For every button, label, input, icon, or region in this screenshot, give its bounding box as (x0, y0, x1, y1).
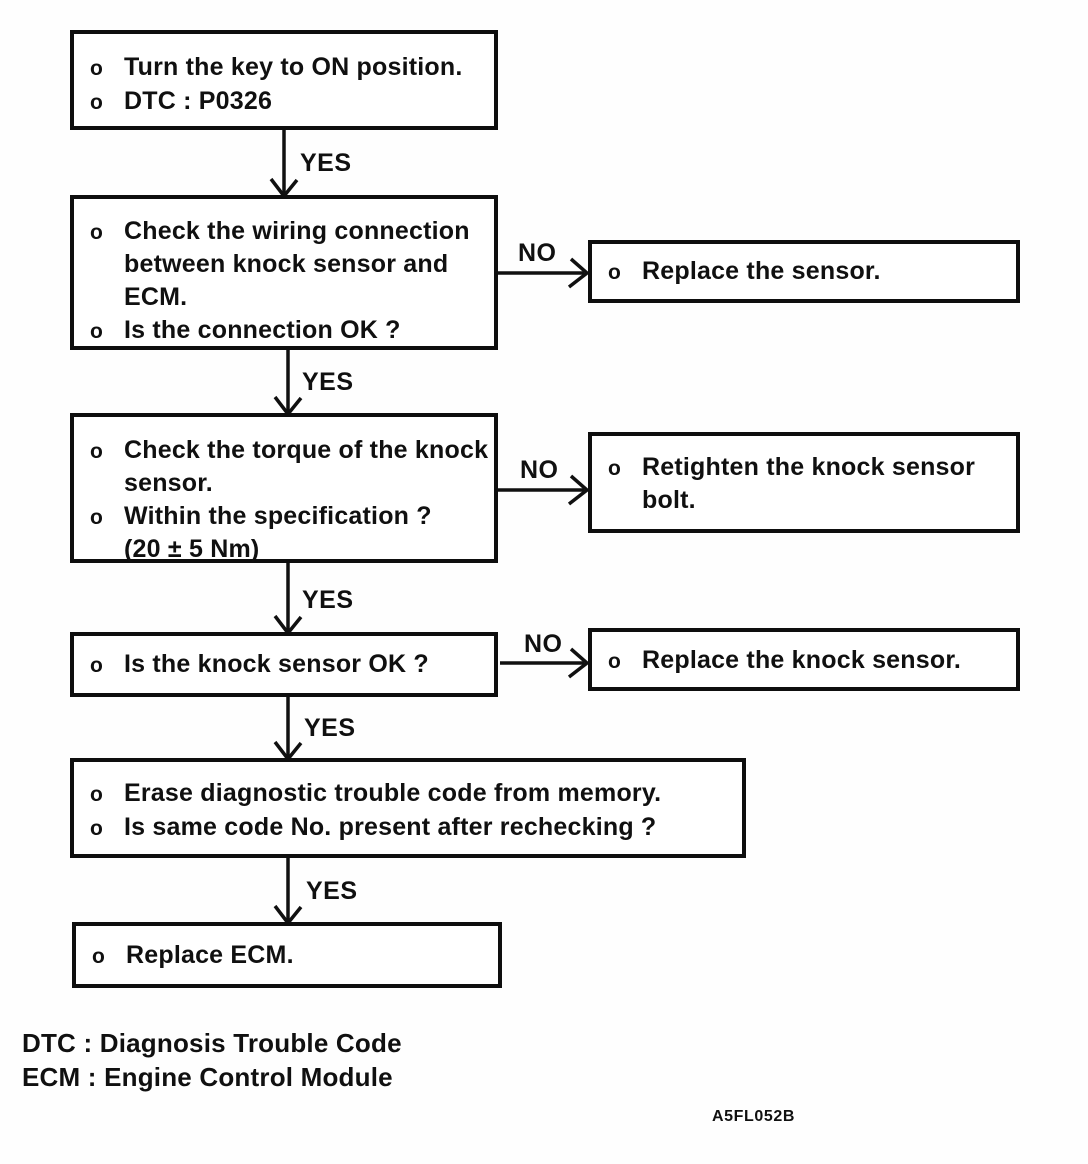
step-text: Is same code No. present after recheckin… (124, 813, 657, 841)
yes-label-1: YES (300, 149, 352, 177)
flow-step-item: o Retighten the knock sensor bolt. (592, 451, 1016, 517)
action-box-replace-knock-sensor: o Replace the knock sensor. (588, 628, 1020, 691)
flow-box-check-torque: o Check the torque of the knock sensor. … (70, 413, 498, 563)
bullet-marker: o (90, 817, 103, 840)
flow-step-item: o Replace the sensor. (592, 255, 1016, 289)
figure-code: A5FL052B (712, 1108, 796, 1125)
action-box-retighten-bolt: o Retighten the knock sensor bolt. (588, 432, 1020, 533)
step-text: Retighten the knock sensor bolt. (642, 453, 976, 514)
yes-label-5: YES (306, 877, 358, 905)
bullet-marker: o (90, 57, 103, 80)
flow-step-item: o Turn the key to ON position. (74, 51, 494, 85)
bullet-marker: o (608, 261, 621, 284)
no-arrow-3 (500, 647, 590, 679)
bullet-marker: o (90, 440, 103, 463)
flow-step-item: o Is same code No. present after recheck… (74, 811, 742, 845)
bullet-marker: o (90, 320, 103, 343)
step-text: Is the knock sensor OK ? (124, 650, 429, 678)
bullet-marker: o (92, 945, 105, 968)
yes-arrow-3 (273, 563, 303, 636)
flow-box-check-wiring: o Check the wiring connection between kn… (70, 195, 498, 350)
flow-step-item: o Replace ECM. (76, 939, 498, 973)
yes-label-3: YES (302, 586, 354, 614)
bullet-marker: o (90, 221, 103, 244)
step-text: Check the torque of the knock sensor. (124, 436, 489, 497)
flow-step-item: o Within the specification ? (20 ± 5 Nm) (74, 500, 494, 566)
flow-step-item: o Is the connection OK ? (74, 314, 494, 348)
no-label-3: NO (524, 630, 563, 658)
yes-arrow-4 (273, 697, 303, 762)
flow-step-item: o Is the knock sensor OK ? (74, 648, 494, 682)
flow-step-item: o Check the torque of the knock sensor. (74, 434, 494, 500)
yes-arrow-5 (273, 858, 303, 926)
flow-box-erase-code: o Erase diagnostic trouble code from mem… (70, 758, 746, 858)
flow-box-start: o Turn the key to ON position. o DTC : P… (70, 30, 498, 130)
flow-box-replace-ecm: o Replace ECM. (72, 922, 502, 988)
bullet-marker: o (90, 783, 103, 806)
flow-step-item: o Check the wiring connection between kn… (74, 215, 494, 314)
no-label-1: NO (518, 239, 557, 267)
flow-step-item: o Erase diagnostic trouble code from mem… (74, 777, 742, 811)
step-text: Turn the key to ON position. (124, 53, 463, 81)
step-text: Replace ECM. (126, 941, 294, 969)
yes-arrow-1 (269, 130, 299, 199)
step-text: Within the specification ? (20 ± 5 Nm) (124, 502, 432, 563)
bullet-marker: o (90, 506, 103, 529)
footnote-ecm: ECM : Engine Control Module (22, 1062, 393, 1092)
yes-arrow-2 (273, 350, 303, 417)
bullet-marker: o (608, 650, 621, 673)
flow-step-item: o Replace the knock sensor. (592, 644, 1016, 678)
no-label-2: NO (520, 456, 559, 484)
step-text: Replace the sensor. (642, 257, 881, 285)
yes-label-2: YES (302, 368, 354, 396)
flow-step-item: o DTC : P0326 (74, 85, 494, 119)
footnote-dtc: DTC : Diagnosis Trouble Code (22, 1028, 402, 1058)
step-text: Erase diagnostic trouble code from memor… (124, 779, 662, 807)
no-arrow-2 (498, 474, 590, 506)
yes-label-4: YES (304, 714, 356, 742)
action-box-replace-sensor: o Replace the sensor. (588, 240, 1020, 303)
bullet-marker: o (90, 91, 103, 114)
flow-box-knock-sensor-ok: o Is the knock sensor OK ? (70, 632, 498, 697)
bullet-marker: o (90, 654, 103, 677)
step-text: DTC : P0326 (124, 87, 273, 115)
step-text: Is the connection OK ? (124, 316, 401, 344)
no-arrow-1 (498, 257, 590, 289)
step-text: Check the wiring connection between knoc… (124, 217, 470, 311)
step-text: Replace the knock sensor. (642, 646, 962, 674)
abbreviation-key: DTC : Diagnosis Trouble Code ECM : Engin… (22, 1026, 402, 1094)
bullet-marker: o (608, 457, 621, 480)
